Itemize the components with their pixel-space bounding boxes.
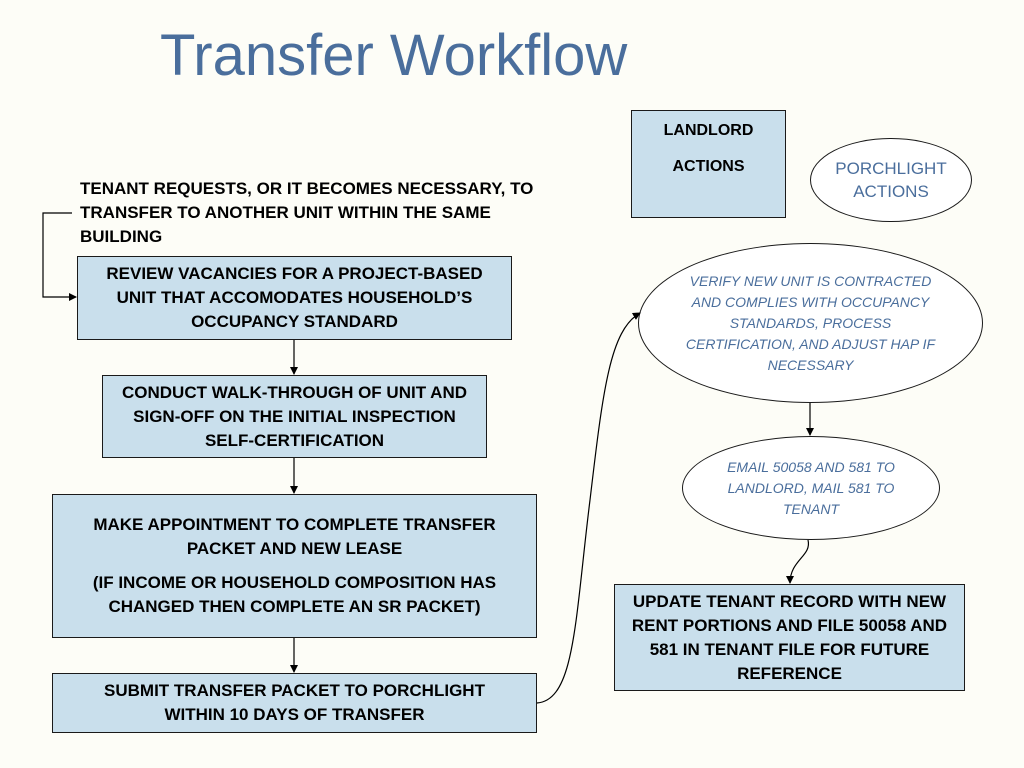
start-label: TENANT REQUESTS, OR IT BECOMES NECESSARY…	[80, 179, 534, 246]
step-verify-unit: VERIFY NEW UNIT IS CONTRACTED AND COMPLI…	[638, 243, 983, 403]
legend-landlord-actions: LANDLORD ACTIONS	[631, 110, 786, 218]
step-appointment-note: (IF INCOME OR HOUSEHOLD COMPOSITION HAS …	[92, 573, 497, 616]
legend-landlord-line1: LANDLORD	[663, 122, 754, 139]
legend-porchlight-actions: PORCHLIGHT ACTIONS	[810, 138, 972, 222]
step-walkthrough: CONDUCT WALK-THROUGH OF UNIT AND SIGN-OF…	[102, 375, 487, 458]
arrow-start-to-review	[42, 212, 77, 301]
step-submit-text: SUBMIT TRANSFER PACKET TO PORCHLIGHT WIT…	[104, 681, 485, 724]
arrow-email-to-update	[786, 539, 809, 584]
page-title: Transfer Workflow	[160, 23, 628, 88]
arrow-submit-to-verify	[536, 312, 641, 704]
step-review-vacancies: REVIEW VACANCIES FOR A PROJECT-BASED UNI…	[77, 256, 512, 340]
step-appointment-main: MAKE APPOINTMENT TO COMPLETE TRANSFER PA…	[93, 515, 496, 558]
step-email-text: EMAIL 50058 AND 581 TO LANDLORD, MAIL 58…	[727, 458, 895, 517]
step-verify-text: VERIFY NEW UNIT IS CONTRACTED AND COMPLI…	[685, 272, 936, 373]
step-walkthrough-text: CONDUCT WALK-THROUGH OF UNIT AND SIGN-OF…	[122, 382, 467, 450]
legend-landlord-line2: ACTIONS	[672, 158, 745, 175]
step-submit-packet: SUBMIT TRANSFER PACKET TO PORCHLIGHT WIT…	[52, 673, 537, 733]
step-update-tenant-record: UPDATE TENANT RECORD WITH NEW RENT PORTI…	[614, 584, 965, 691]
step-appointment: MAKE APPOINTMENT TO COMPLETE TRANSFER PA…	[52, 494, 537, 638]
step-review-text: REVIEW VACANCIES FOR A PROJECT-BASED UNI…	[106, 264, 483, 331]
legend-porchlight-label: PORCHLIGHT ACTIONS	[835, 159, 947, 201]
step-email-forms: EMAIL 50058 AND 581 TO LANDLORD, MAIL 58…	[682, 436, 940, 540]
step-update-text: UPDATE TENANT RECORD WITH NEW RENT PORTI…	[631, 591, 948, 683]
